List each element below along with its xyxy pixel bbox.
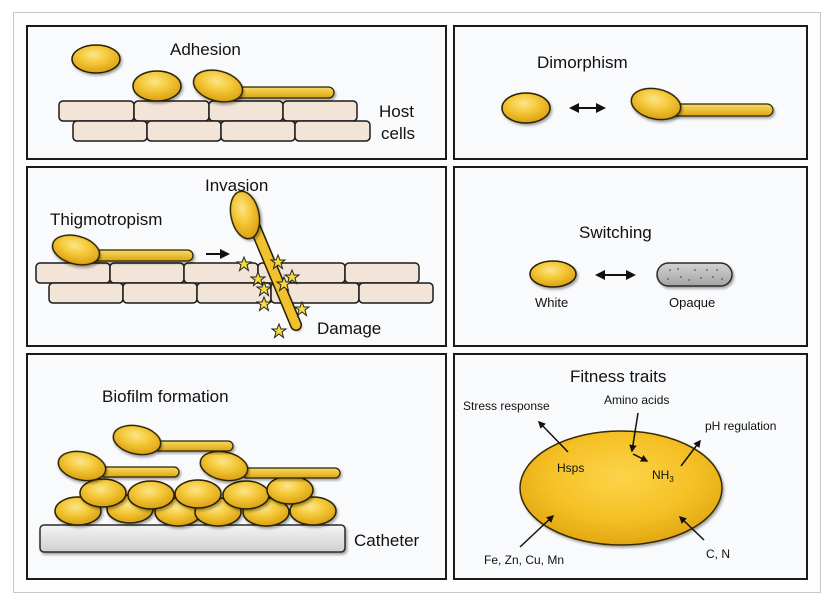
host-cell	[58, 100, 135, 122]
panel-switching	[453, 166, 808, 347]
white-label: White	[535, 295, 568, 310]
yeast-cell	[289, 496, 337, 526]
switching-title: Switching	[579, 223, 652, 242]
yeast-cell	[266, 475, 314, 505]
catheter-label: Catheter	[354, 531, 420, 550]
damage-stars	[235, 253, 311, 339]
host-cell	[72, 120, 148, 142]
star-icon	[283, 268, 301, 285]
hsps-label: Hsps	[557, 461, 584, 475]
star-icon	[269, 253, 287, 270]
host-cells	[35, 262, 434, 304]
ph-regulation-arrow-icon	[680, 439, 701, 467]
hypha	[229, 86, 335, 99]
yeast-cell	[132, 70, 182, 102]
host-cells-label-line2: cells	[381, 124, 415, 143]
fungal-cell	[519, 430, 723, 546]
adhesion-illustration: Adhesion Host cells	[58, 40, 415, 143]
star-icon	[255, 280, 273, 297]
host-cell	[122, 282, 198, 304]
hypha	[87, 249, 194, 262]
nh3-label: NH3	[652, 468, 674, 484]
host-cell	[208, 100, 284, 122]
switching-illustration: Switching White Opaque	[529, 223, 733, 310]
dimorphism-illustration: Dimorphism	[501, 53, 774, 124]
host-cell	[133, 100, 210, 122]
star-icon	[275, 275, 293, 292]
host-cell	[35, 262, 111, 284]
host-cell	[48, 282, 124, 304]
hyphal-cell	[112, 424, 162, 456]
host-cell	[358, 282, 434, 304]
white-cell	[529, 260, 577, 288]
host-cell	[344, 262, 420, 284]
host-cells-label-line1: Host	[379, 102, 414, 121]
metals-label: Fe, Zn, Cu, Mn	[484, 553, 564, 567]
hyphal-cell	[51, 234, 101, 266]
host-cell	[220, 120, 296, 142]
cn-label: C, N	[706, 547, 730, 561]
invasion-title: Invasion	[205, 176, 268, 195]
hypha	[241, 467, 341, 479]
ph-regulation-label: pH regulation	[705, 419, 776, 433]
opaque-label: Opaque	[669, 295, 715, 310]
amino-acids-label: Amino acids	[604, 393, 669, 407]
invading-cell	[229, 190, 261, 240]
conversion-arrow-icon	[632, 453, 649, 462]
host-cells	[58, 100, 371, 142]
damage-label: Damage	[317, 319, 381, 338]
dimorphism-title: Dimorphism	[537, 53, 628, 72]
star-icon	[293, 300, 311, 317]
star-icon	[255, 295, 273, 312]
biofilm-title: Biofilm formation	[102, 387, 229, 406]
hypha	[99, 466, 180, 478]
fitness-title: Fitness traits	[570, 367, 666, 386]
yeast-cell	[174, 479, 222, 509]
opaque-cell-pimples	[667, 268, 723, 281]
hyphal-cell	[57, 450, 107, 482]
adhesion-title: Adhesion	[170, 40, 241, 59]
yeast-cell	[71, 44, 121, 74]
yeast-cell	[222, 480, 270, 510]
metals-arrow-icon	[519, 514, 555, 548]
star-icon	[249, 270, 267, 287]
thigmotropism-label: Thigmotropism	[50, 210, 162, 229]
yeast-cell	[127, 480, 175, 510]
hyphal-cell	[192, 69, 244, 103]
invasion-illustration: Invasion Thigmotropism Damage	[35, 176, 434, 339]
opaque-cell	[656, 262, 733, 287]
biofilm-illustration: Biofilm formation Catheter	[39, 387, 420, 553]
stress-response-label: Stress response	[463, 399, 550, 413]
amino-acids-arrow-icon	[629, 412, 639, 453]
hyphal-form	[630, 87, 682, 121]
host-cell	[146, 120, 222, 142]
yeast-form	[501, 92, 551, 124]
invading-hypha	[247, 215, 301, 330]
host-cell	[294, 120, 371, 142]
cn-arrow-icon	[678, 515, 705, 541]
catheter	[39, 524, 346, 553]
yeast-cell	[79, 478, 127, 508]
hyphal-cell	[199, 450, 249, 482]
host-cell	[109, 262, 185, 284]
hypha	[153, 440, 234, 452]
star-icon	[270, 322, 288, 339]
star-icon	[235, 255, 253, 272]
fitness-illustration: Fitness traits Stress response Amino aci…	[463, 367, 776, 567]
stress-response-arrow-icon	[537, 420, 569, 453]
host-cell	[282, 100, 358, 122]
panel-dimorphism	[453, 25, 808, 160]
